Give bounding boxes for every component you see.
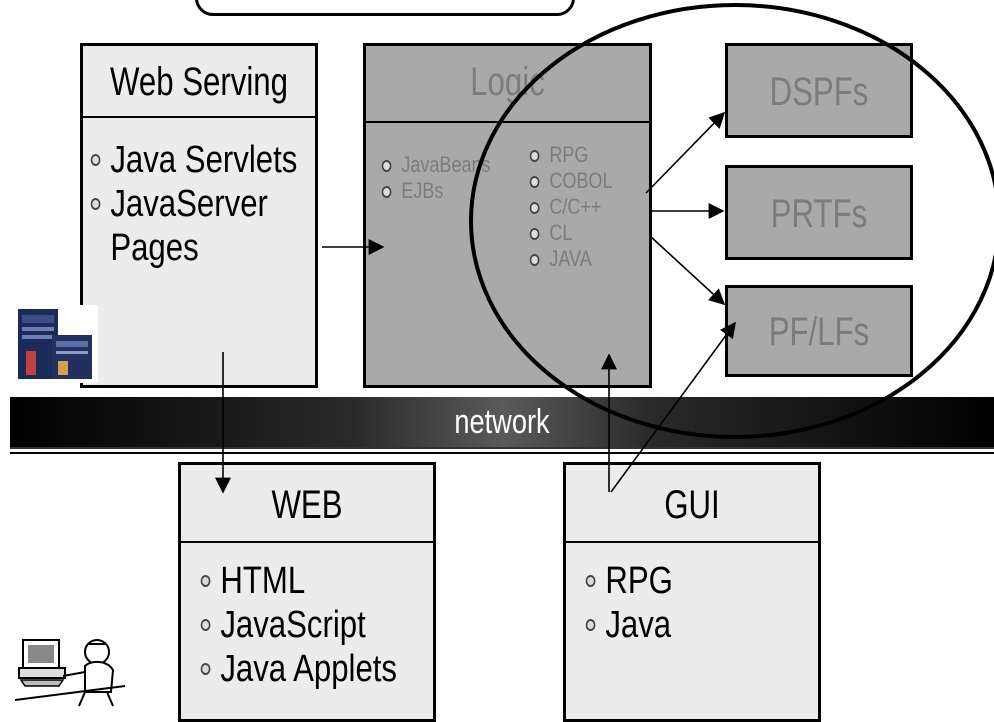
web-item: HTML xyxy=(199,559,397,603)
computer-user-icon xyxy=(14,630,130,708)
logic-right-list: RPG COBOL C/C++ CL JAVA xyxy=(528,142,631,272)
gui-box: GUI RPG Java xyxy=(563,462,821,722)
web-title: WEB xyxy=(271,483,343,527)
prtfs-box: PRTFs xyxy=(725,165,913,260)
web-list: HTML JavaScript Java Applets xyxy=(199,559,440,691)
prtfs-title: PRTFs xyxy=(770,192,868,236)
dspfs-title: DSPFs xyxy=(769,70,869,114)
network-underline xyxy=(10,452,994,454)
gui-title: GUI xyxy=(664,483,720,527)
web-box: WEB HTML JavaScript Java Applets xyxy=(178,462,436,722)
logic-right-item: RPG xyxy=(528,142,612,168)
network-label: network xyxy=(454,403,550,441)
gui-item: RPG xyxy=(584,559,673,603)
pflfs-box: PF/LFs xyxy=(725,285,913,377)
dspfs-box: DSPFs xyxy=(725,43,913,138)
logic-right-item: C/C++ xyxy=(528,194,612,220)
logic-right-item: JAVA xyxy=(528,246,612,272)
web-serving-item-continued: Pages xyxy=(110,227,199,269)
web-serving-list: Java Servlets JavaServer Pages xyxy=(89,138,343,270)
web-serving-box: Web Serving Java Servlets JavaServer Pag… xyxy=(80,43,318,388)
logic-right-item: CL xyxy=(528,220,612,246)
gui-item: Java xyxy=(584,603,673,647)
server-icon xyxy=(12,305,98,383)
web-serving-item: JavaServer xyxy=(89,182,297,226)
logic-left-item: EJBs xyxy=(380,178,491,204)
logic-right-item: COBOL xyxy=(528,168,612,194)
arrow-gui-to-pflfs xyxy=(610,321,736,493)
arrow-logic-to-dspfs xyxy=(645,111,726,194)
arrow-logic-to-pflfs xyxy=(649,235,726,306)
web-serving-title: Web Serving xyxy=(109,60,289,104)
gui-list: RPG Java xyxy=(584,559,692,647)
pflfs-title: PF/LFs xyxy=(768,310,870,354)
web-item: JavaScript xyxy=(199,603,397,647)
web-item: Java Applets xyxy=(199,647,397,691)
web-serving-item: Java Servlets xyxy=(89,138,297,182)
highlight-ellipse xyxy=(469,3,994,439)
